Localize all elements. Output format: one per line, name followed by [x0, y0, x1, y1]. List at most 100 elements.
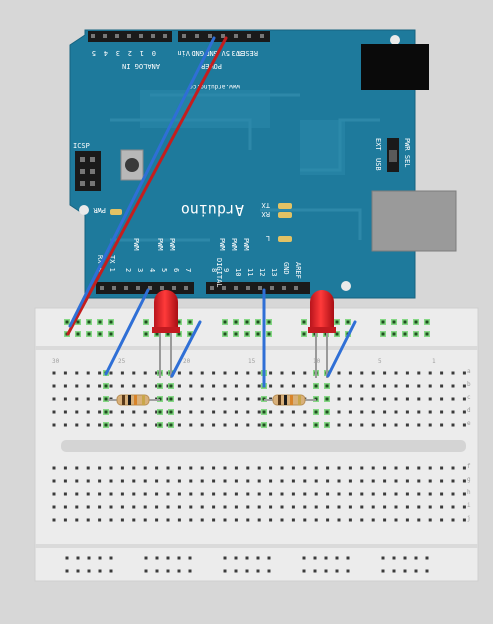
analog-pin-4: 4 — [104, 49, 108, 57]
digital-pin-11: 11 — [246, 268, 254, 276]
rail-hole — [188, 556, 192, 560]
breadboard-hole — [98, 423, 102, 427]
digital-pin-4: 4 — [148, 268, 156, 272]
breadboard-hole — [269, 371, 273, 375]
breadboard-hole — [98, 384, 102, 388]
header-pin — [221, 34, 225, 38]
breadboard-hole — [417, 505, 421, 509]
breadboard-hole — [360, 423, 364, 427]
mounting-hole — [341, 281, 351, 291]
breadboard-hole — [269, 384, 273, 388]
breadboard-hole — [143, 423, 147, 427]
breadboard-hole — [360, 505, 364, 509]
breadboard-hole — [257, 410, 261, 414]
breadboard-hole — [52, 371, 56, 375]
tx-label: TX — [261, 201, 270, 209]
breadboard-hole — [52, 423, 56, 427]
breadboard-rail-divider-bottom — [35, 544, 478, 548]
aref-label: AREF — [294, 262, 302, 279]
resistor-1 — [108, 394, 160, 406]
pwr-led-label: PWR — [93, 206, 106, 214]
breadboard-hole — [212, 384, 216, 388]
breadboard-hole — [451, 492, 455, 496]
breadboard-hole — [177, 518, 181, 522]
breadboard-hole — [177, 492, 181, 496]
breadboard-hole — [223, 479, 227, 483]
breadboard-hole — [189, 466, 193, 470]
breadboard-hole — [280, 384, 284, 388]
connected-hole-core — [314, 410, 318, 414]
breadboard-hole — [234, 492, 238, 496]
header-pin — [208, 34, 212, 38]
analog-pin-labels: 5 4 3 2 1 0 ANALOG IN — [92, 49, 160, 70]
rail-hole — [324, 569, 328, 573]
pwr-sel-cap[interactable] — [389, 150, 397, 162]
breadboard-hole — [462, 397, 466, 401]
breadboard-hole — [223, 423, 227, 427]
breadboard-hole — [52, 410, 56, 414]
connected-hole-core — [188, 332, 192, 336]
breadboard-hole — [63, 479, 67, 483]
breadboard-hole — [223, 410, 227, 414]
l-led — [278, 236, 292, 242]
breadboard-hole — [280, 492, 284, 496]
breadboard-hole — [314, 518, 318, 522]
connected-hole-core — [166, 332, 170, 336]
breadboard-hole — [314, 479, 318, 483]
resistor-band — [134, 395, 137, 405]
breadboard-hole — [132, 371, 136, 375]
breadboard-hole — [440, 492, 444, 496]
breadboard-hole — [86, 397, 90, 401]
header-pin — [100, 286, 104, 290]
breadboard-hole — [177, 397, 181, 401]
pwr-sel-jumper: PWR SEL EXT USB — [374, 138, 411, 172]
analog-pin-1: 1 — [140, 49, 144, 57]
breadboard-hole — [143, 518, 147, 522]
breadboard-hole — [269, 466, 273, 470]
breadboard-hole — [291, 505, 295, 509]
breadboard-hole — [75, 492, 79, 496]
breadboard-hole — [269, 423, 273, 427]
breadboard-hole — [143, 505, 147, 509]
column-mark-30: 30 — [52, 358, 60, 365]
analog-pin-2: 2 — [128, 49, 132, 57]
breadboard-hole — [462, 371, 466, 375]
breadboard-hole — [360, 384, 364, 388]
connected-hole-core — [158, 384, 162, 388]
connected-hole-core — [109, 332, 113, 336]
breadboard-hole — [394, 479, 398, 483]
breadboard-hole — [189, 410, 193, 414]
rail-hole — [346, 556, 350, 560]
breadboard-hole — [86, 410, 90, 414]
breadboard-hole — [348, 466, 352, 470]
breadboard-hole — [269, 492, 273, 496]
breadboard-hole — [257, 384, 261, 388]
breadboard-hole — [337, 505, 341, 509]
breadboard-hole — [155, 479, 159, 483]
connected-hole-core — [302, 332, 306, 336]
connected-hole-core — [325, 397, 329, 401]
power-pin-5v: 5V — [221, 49, 230, 57]
breadboard-hole — [200, 466, 204, 470]
pwm-label-9: PWM — [218, 238, 226, 251]
breadboard-hole — [417, 371, 421, 375]
breadboard-hole — [223, 371, 227, 375]
breadboard-hole — [440, 466, 444, 470]
header-pin — [115, 34, 119, 38]
breadboard-hole — [291, 518, 295, 522]
breadboard-hole — [303, 371, 307, 375]
icsp-pin — [90, 157, 95, 162]
led-rim — [152, 327, 180, 333]
breadboard-hole — [303, 505, 307, 509]
breadboard-hole — [257, 479, 261, 483]
reset-button[interactable] — [125, 158, 139, 172]
connected-hole-core — [325, 384, 329, 388]
pwr-sel-label: PWR SEL — [403, 138, 411, 168]
pwm-label-11: PWM — [242, 238, 250, 251]
connected-hole-core — [256, 332, 260, 336]
breadboard-hole — [177, 466, 181, 470]
rail-hole — [313, 556, 317, 560]
rail-hole — [166, 556, 170, 560]
breadboard-hole — [360, 410, 364, 414]
